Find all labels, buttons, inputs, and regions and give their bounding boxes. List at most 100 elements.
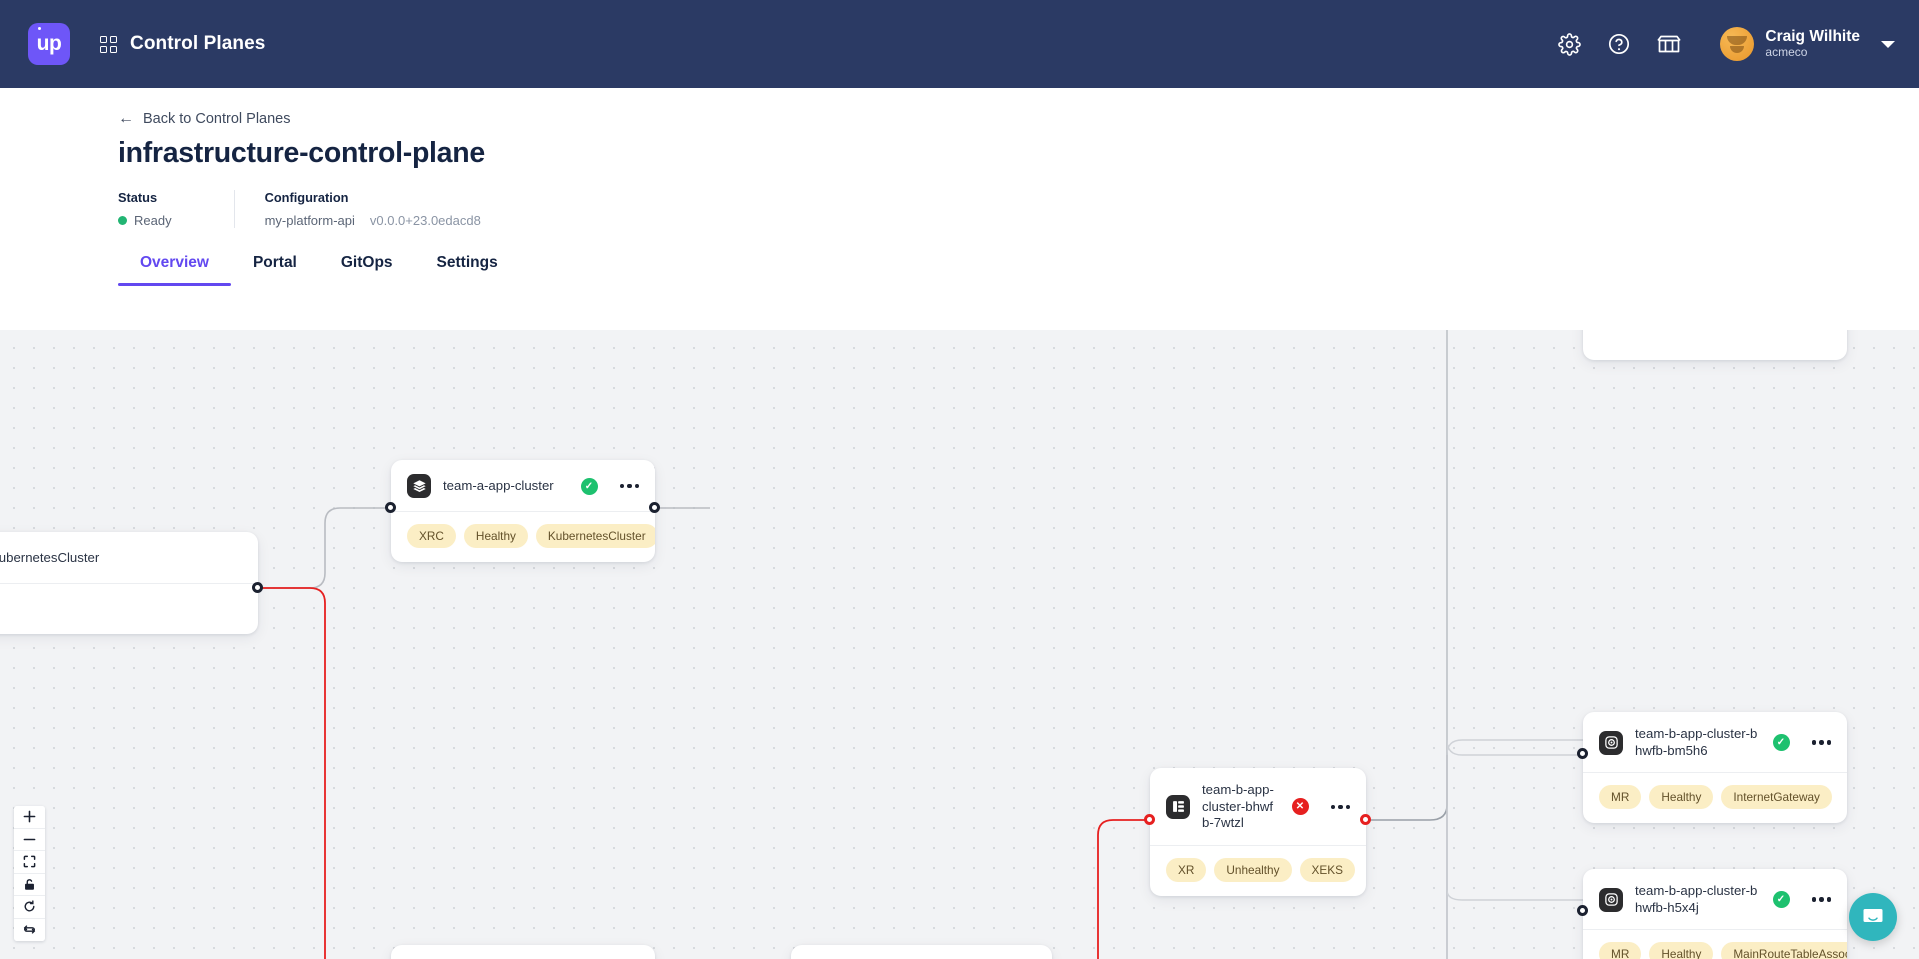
- node-tag: Unhealthy: [1214, 857, 1292, 882]
- graph-node-team-b-app-cluster-bhwfb[interactable]: team-b-app-cluster-bhwfb ✕ XR Unhealthy …: [791, 945, 1052, 959]
- configuration-label: Configuration: [264, 190, 349, 205]
- node-tag: XR: [1166, 857, 1207, 882]
- node-tag: MainRouteTableAssociation: [1721, 942, 1847, 959]
- node-tag: Healthy: [1649, 785, 1714, 809]
- tab-settings[interactable]: Settings: [436, 254, 498, 271]
- zoom-in-button[interactable]: [14, 806, 45, 829]
- upbound-logo[interactable]: up: [28, 23, 70, 65]
- node-header: team-b-app-cluster-bhwfb ✕: [791, 945, 1052, 959]
- status-label: Status: [118, 190, 158, 205]
- status-block: Status Ready: [118, 190, 202, 228]
- node-tags: MR Healthy MainRouteTableAssociation: [1583, 929, 1847, 959]
- status-badge: Ready: [134, 213, 172, 228]
- nav-right-section: Craig Wilhite acmeco: [1556, 27, 1895, 61]
- node-tags: XR Unhealthy XEKS: [1150, 844, 1366, 896]
- resource-graph-canvas[interactable]: KubernetesCluster API team-a-app-cluster…: [0, 330, 1919, 959]
- graph-node-team-a-app-cluster[interactable]: team-a-app-cluster ✓ XRC Healthy Kuberne…: [391, 460, 655, 562]
- fit-view-button[interactable]: [14, 851, 45, 874]
- graph-node-team-b-app-cluster-bhwfb-h5x4j[interactable]: team-b-app-cluster-bhwfb-h5x4j ✓ MR Heal…: [1583, 869, 1847, 959]
- tab-overview[interactable]: Overview: [118, 254, 231, 286]
- node-handle-right-kubernetescluster[interactable]: [252, 582, 263, 593]
- status-badge-healthy-icon: ✓: [580, 477, 598, 495]
- tab-gitops[interactable]: GitOps: [340, 254, 393, 271]
- node-tag: InternetGateway: [1721, 785, 1832, 809]
- chevron-down-icon[interactable]: [1881, 40, 1895, 48]
- user-org: acmeco: [1765, 45, 1808, 59]
- managed-resource-icon: [1599, 730, 1623, 755]
- node-menu-button[interactable]: [1811, 897, 1831, 902]
- node-handle-left-team-a-app-cluster[interactable]: [385, 502, 396, 513]
- lock-button[interactable]: [14, 873, 45, 896]
- brand-logo-text: up: [36, 27, 62, 55]
- avatar: [1720, 27, 1755, 61]
- node-tags: XRC Healthy KubernetesCluster: [391, 511, 655, 562]
- node-header: team-b-app-cluster ✕: [391, 945, 655, 959]
- graph-zoom-controls: [14, 806, 45, 941]
- graph-node-partial-offscreen[interactable]: [1583, 330, 1847, 360]
- node-handle-left-bhwfb-7wtzl[interactable]: [1144, 814, 1155, 825]
- status-badge-healthy-icon: ✓: [1772, 734, 1790, 751]
- status-badge-healthy-icon: ✓: [1772, 891, 1790, 908]
- reset-button[interactable]: [14, 896, 45, 919]
- graph-node-kubernetescluster[interactable]: KubernetesCluster API: [0, 532, 258, 634]
- marketplace-icon[interactable]: [1656, 31, 1682, 57]
- node-tag: MR: [1599, 942, 1642, 959]
- node-handle-left-bhwfb-bm5h6[interactable]: [1577, 748, 1588, 759]
- configuration-value-row: my-platform-api v0.0.0+23.0edacd8: [265, 213, 481, 228]
- node-handle-right-team-a-app-cluster[interactable]: [649, 502, 660, 513]
- node-tag: Healthy: [1649, 942, 1714, 959]
- status-badge-unhealthy-icon: ✕: [1291, 798, 1309, 816]
- nav-brand-section[interactable]: Control Planes: [100, 33, 265, 55]
- page-header: ← Back to Control Planes infrastructure-…: [0, 88, 1919, 228]
- user-name: Craig Wilhite: [1765, 28, 1860, 46]
- node-tag: XEKS: [1299, 857, 1355, 882]
- node-menu-button[interactable]: [1811, 740, 1831, 745]
- node-title: team-a-app-cluster: [443, 477, 554, 493]
- composite-icon: [1166, 794, 1190, 819]
- node-title: team-b-app-cluster-bhwfb-h5x4j: [1635, 883, 1758, 915]
- chat-launcher[interactable]: [1849, 893, 1897, 941]
- tab-bar: Overview Portal GitOps Settings: [0, 254, 1919, 286]
- node-tags: MR Healthy InternetGateway: [1583, 772, 1847, 823]
- node-header: KubernetesCluster: [0, 532, 258, 583]
- node-menu-button[interactable]: [1330, 804, 1350, 809]
- configuration-name: my-platform-api: [264, 213, 355, 228]
- status-dot-icon: [118, 216, 127, 225]
- gear-icon[interactable]: [1556, 31, 1582, 57]
- node-title: KubernetesCluster: [0, 549, 100, 565]
- node-menu-button[interactable]: [619, 483, 639, 489]
- top-navigation-bar: up Control Planes: [0, 0, 1919, 88]
- configuration-version: v0.0.0+23.0edacd8: [369, 213, 481, 228]
- layers-icon: [407, 474, 431, 498]
- managed-resource-icon: [1599, 887, 1623, 912]
- arrow-left-icon: ←: [118, 110, 134, 127]
- graph-node-team-b-app-cluster-bhwfb-7wtzl[interactable]: team-b-app-cluster-bhwfb-7wtzl ✕ XR Unhe…: [1150, 768, 1366, 896]
- status-value-row: Ready: [118, 213, 172, 228]
- node-tag: KubernetesCluster: [535, 524, 655, 548]
- configuration-block: Configuration my-platform-api v0.0.0+23.…: [233, 190, 511, 228]
- tab-portal[interactable]: Portal: [252, 254, 297, 271]
- node-header: team-b-app-cluster-bhwfb-h5x4j ✓: [1583, 869, 1847, 929]
- graph-node-team-b-app-cluster[interactable]: team-b-app-cluster ✕ XRC Unhealthy Kuber…: [391, 945, 655, 959]
- node-tag: XRC: [407, 524, 456, 548]
- page-title: infrastructure-control-plane: [118, 137, 485, 169]
- node-handle-left-bhwfb-h5x4j[interactable]: [1577, 905, 1588, 916]
- node-tag: MR: [1599, 785, 1642, 809]
- node-handle-right-bhwfb-7wtzl[interactable]: [1360, 814, 1371, 825]
- node-header: team-a-app-cluster ✓: [391, 460, 655, 511]
- node-header: team-b-app-cluster-bhwfb-bm5h6 ✓: [1583, 712, 1847, 772]
- node-tag: Healthy: [463, 524, 528, 548]
- graph-node-team-b-app-cluster-bhwfb-bm5h6[interactable]: team-b-app-cluster-bhwfb-bm5h6 ✓ MR Heal…: [1583, 712, 1847, 823]
- back-link-label: Back to Control Planes: [143, 111, 291, 127]
- chat-icon: [1863, 909, 1883, 922]
- grid-apps-icon[interactable]: [100, 35, 117, 53]
- node-title: team-b-app-cluster-bhwfb-7wtzl: [1202, 782, 1274, 830]
- node-title: team-b-app-cluster-bhwfb-bm5h6: [1635, 726, 1758, 758]
- sync-button[interactable]: [14, 918, 45, 941]
- user-menu[interactable]: Craig Wilhite acmeco: [1720, 27, 1895, 61]
- back-to-control-planes-link[interactable]: ← Back to Control Planes: [118, 110, 291, 128]
- nav-title: Control Planes: [130, 33, 266, 54]
- node-header: team-b-app-cluster-bhwfb-7wtzl ✕: [1150, 768, 1366, 845]
- help-icon[interactable]: [1606, 31, 1632, 57]
- zoom-out-button[interactable]: [14, 828, 45, 851]
